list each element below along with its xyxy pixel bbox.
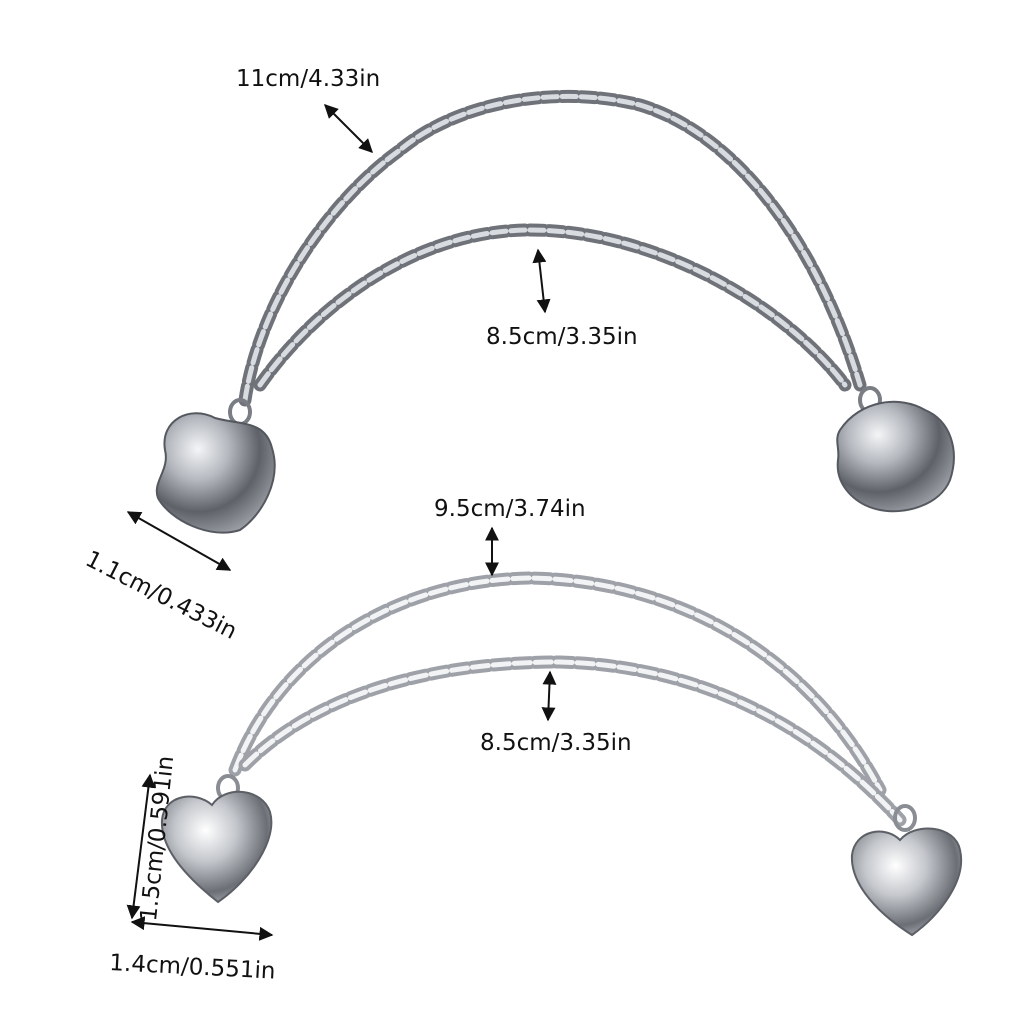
square-pendant-right — [836, 386, 955, 513]
top-inner-chain-length-label: 8.5cm/3.35in — [486, 324, 638, 350]
heart-pendant-right — [850, 804, 963, 937]
dimension-arrows — [126, 104, 557, 941]
top-outer-chain — [238, 89, 867, 407]
top-inner-chain — [253, 223, 852, 392]
arrow-heart-height — [126, 773, 156, 920]
arrow-square-width — [126, 511, 232, 571]
bottom-outer-chain — [228, 571, 887, 797]
arrow-heart-width — [130, 916, 274, 941]
arrow-bottom-inner — [541, 670, 557, 722]
arrow-top-inner — [532, 248, 551, 314]
bottom-outer-chain-length-label: 9.5cm/3.74in — [434, 496, 586, 522]
top-outer-chain-length-label: 11cm/4.33in — [236, 66, 381, 92]
arrow-top-outer — [324, 104, 373, 153]
heart-pendant-left — [160, 774, 273, 904]
square-pendant-left — [155, 398, 276, 534]
bottom-inner-chain-length-label: 8.5cm/3.35in — [480, 730, 632, 756]
bottom-inner-chain — [238, 655, 907, 827]
